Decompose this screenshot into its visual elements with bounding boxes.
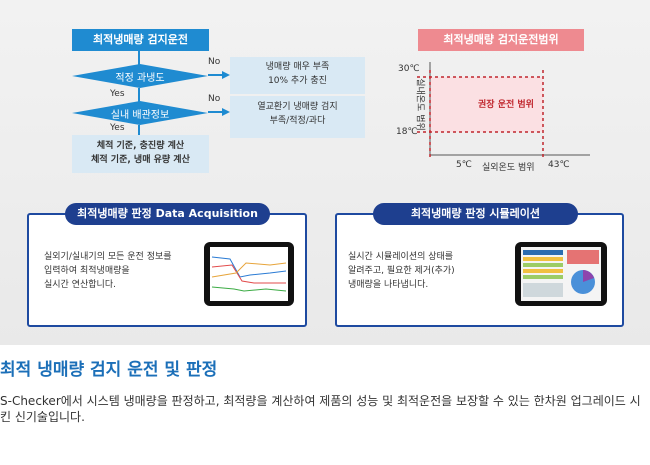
card-1-text: 실외기/실내기의 모든 운전 정보를 입력하여 최적냉매량을 실시간 연산합니다… xyxy=(44,250,172,292)
card-2-line: 냉매량을 나타냅니다. xyxy=(348,280,429,290)
flow-header: 최적냉매량 검지운전 xyxy=(72,29,209,51)
decision-2-label: 실내 배관정보 xyxy=(110,110,170,121)
tablet-image-2 xyxy=(515,242,607,306)
graph-screen xyxy=(210,247,288,301)
no-label-1: No xyxy=(208,57,221,67)
card-2-line: 알려주고, 필요한 제거(추가) xyxy=(348,266,455,276)
decision-1-label: 적정 과냉도 xyxy=(115,73,165,84)
card-1-title: 최적냉매량 판정 Data Acquisition xyxy=(65,203,270,225)
no-label-2: No xyxy=(208,94,221,104)
card-2-title: 최적냉매량 판정 시뮬레이션 xyxy=(373,203,578,225)
result-box-1: 냉매량 매우 부족 10% 추가 충진 xyxy=(230,57,365,94)
decision-diamond-2 xyxy=(72,101,208,125)
y-top-label: 30℃ xyxy=(398,64,420,74)
result-box-2: 열교환기 냉매량 검지 부족/적정/과다 xyxy=(230,96,365,138)
recommended-zone xyxy=(430,77,543,132)
y-bottom-label: 18℃ xyxy=(396,127,418,137)
card-1-line: 입력하여 최적냉매량을 xyxy=(44,266,130,276)
tablet-image-1 xyxy=(204,242,294,306)
page-description: S-Checker에서 시스템 냉매량을 판정하고, 최적량을 계산하여 제품의… xyxy=(0,394,641,424)
calc-line1: 체적 기준, 충진량 계산 xyxy=(96,141,185,151)
y-axis-label: 실내온도 범위 xyxy=(414,78,425,131)
page-title: 최적 냉매량 검지 운전 및 판정 xyxy=(0,360,218,380)
no-arrow-1 xyxy=(208,71,230,79)
yes-label-1: Yes xyxy=(110,89,125,99)
result-2-line1: 열교환기 냉매량 검지 xyxy=(257,102,338,112)
x-right-label: 43℃ xyxy=(548,160,570,170)
simulation-screen xyxy=(521,247,601,301)
flow-arrow xyxy=(138,125,140,135)
calc-line2: 체적 기준, 냉매 유량 계산 xyxy=(91,155,190,165)
x-left-label: 5℃ xyxy=(456,160,472,170)
card-1-line: 실시간 연산합니다. xyxy=(44,280,116,290)
x-axis-label: 실외온도 범위 xyxy=(482,163,535,173)
result-1-line1: 냉매량 매우 부족 xyxy=(265,62,330,72)
card-2-line: 실시간 시뮬레이션의 상태를 xyxy=(348,252,454,262)
yes-label-2: Yes xyxy=(110,123,125,133)
range-plot xyxy=(417,62,590,160)
result-1-line2: 10% 추가 충진 xyxy=(268,76,327,86)
range-header: 최적냉매량 검지운전범위 xyxy=(418,29,584,51)
result-2-line2: 부족/적정/과다 xyxy=(269,116,326,126)
no-arrow-2 xyxy=(208,108,230,116)
zone-label: 권장 운전 범위 xyxy=(478,100,534,110)
line-graph-icon xyxy=(211,256,287,292)
simulation-dashboard-icon xyxy=(523,250,599,297)
card-2-text: 실시간 시뮬레이션의 상태를 알려주고, 필요한 제거(추가) 냉매량을 나타냅… xyxy=(348,250,455,292)
calc-box: 체적 기준, 충진량 계산 체적 기준, 냉매 유량 계산 xyxy=(72,135,209,173)
flow-arrow xyxy=(138,88,140,103)
decision-diamond-1 xyxy=(72,64,208,88)
card-1-line: 실외기/실내기의 모든 운전 정보를 xyxy=(44,252,172,262)
flow-arrow xyxy=(138,51,140,65)
